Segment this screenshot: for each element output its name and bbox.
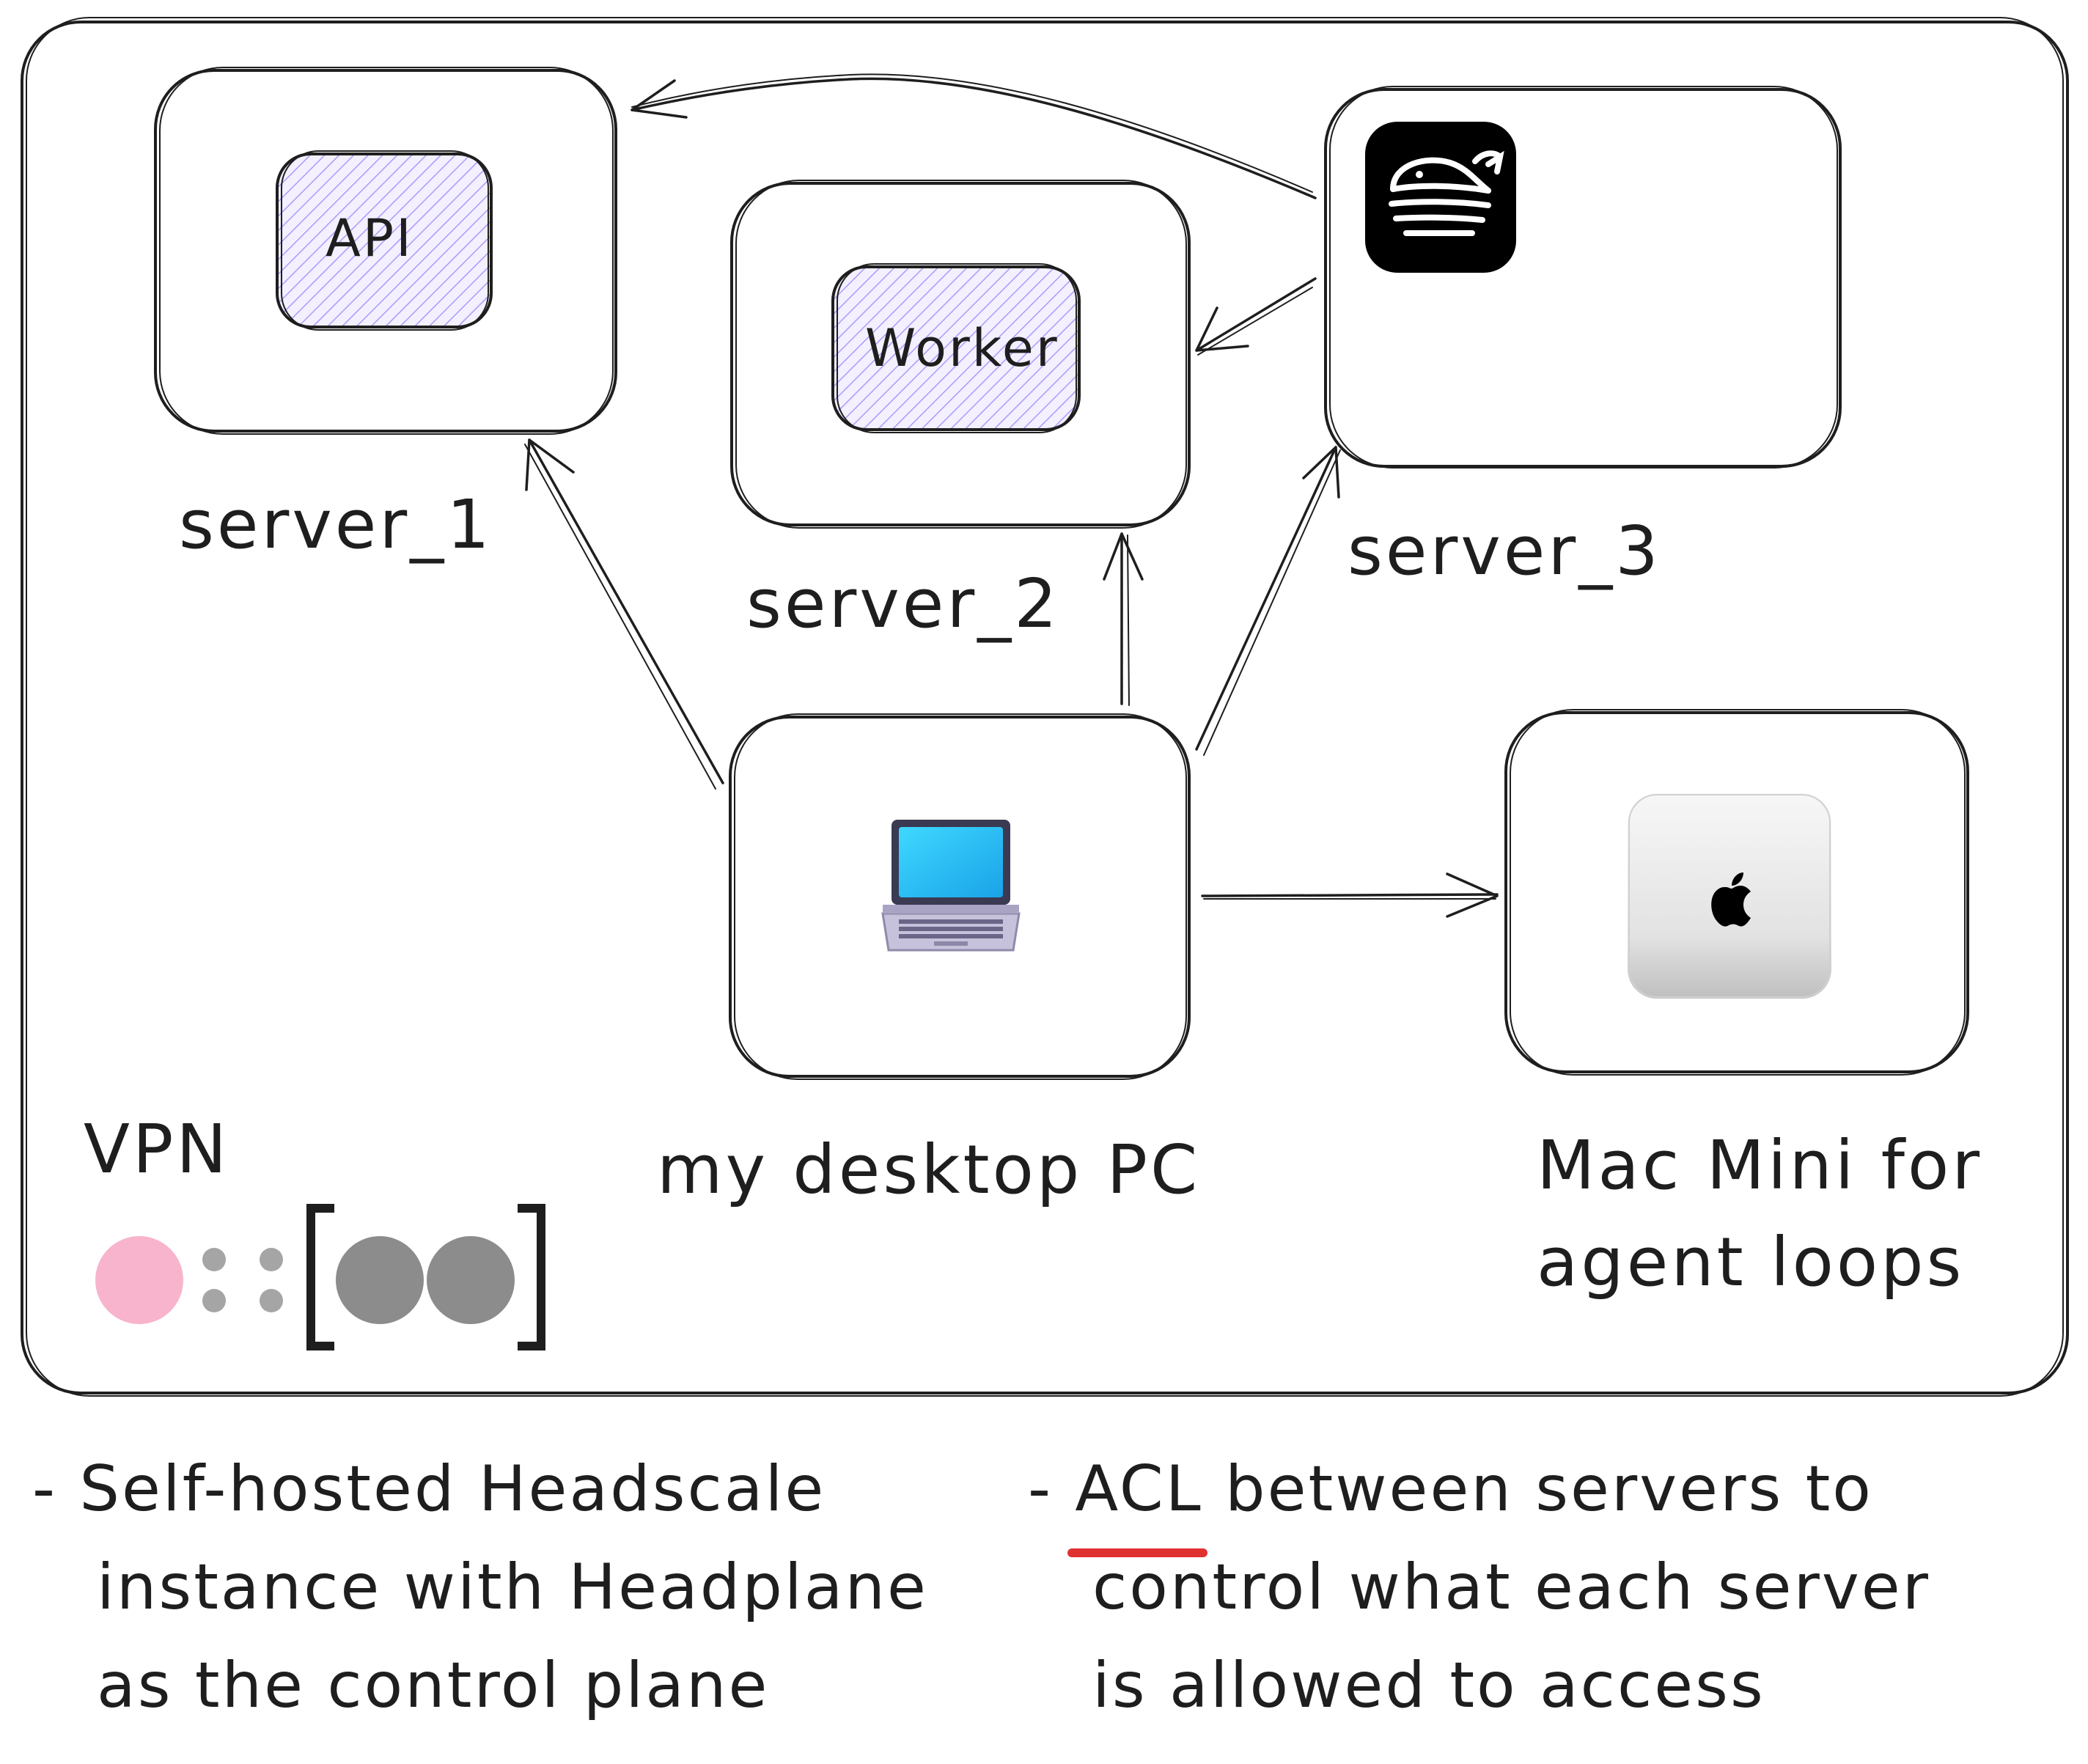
mac-mini-box bbox=[1504, 711, 1969, 1073]
acl-highlight: ACL bbox=[1067, 1440, 1207, 1557]
worker-service-box bbox=[831, 263, 1081, 433]
desktop-label: my desktop PC bbox=[657, 1131, 1201, 1209]
server-3-box bbox=[1324, 88, 1842, 468]
edge-server3-to-server1 bbox=[631, 77, 1317, 199]
note-headscale: - Self-hosted Headscale instance with He… bbox=[32, 1440, 928, 1735]
mac-mini-icon bbox=[1628, 793, 1831, 999]
vpn-boundary bbox=[21, 21, 2069, 1394]
api-service-box bbox=[276, 150, 493, 331]
server-3-label: server_3 bbox=[1348, 512, 1661, 590]
tailscale-logo-icon bbox=[95, 1204, 545, 1350]
server-1-box bbox=[154, 69, 617, 433]
server-2-box bbox=[730, 182, 1191, 526]
note-acl-line2: control what each server bbox=[1092, 1551, 1931, 1624]
note-acl-line1: - ACL between servers to bbox=[1028, 1440, 1930, 1557]
laptop-icon bbox=[881, 820, 1021, 952]
edge-desktop-to-macmini bbox=[1201, 893, 1499, 897]
mac-mini-label-line1: Mac Mini for bbox=[1537, 1126, 1983, 1205]
worker-service-label: Worker bbox=[865, 318, 1059, 378]
vpn-label: VPN bbox=[84, 1110, 230, 1188]
desktop-box bbox=[729, 716, 1191, 1078]
server-1-label: server_1 bbox=[179, 485, 493, 564]
note-acl-dash: - bbox=[1028, 1452, 1076, 1526]
api-service-label: API bbox=[326, 208, 413, 268]
note-acl: - ACL between servers to control what ea… bbox=[1028, 1440, 1930, 1735]
edge-server3-to-server2 bbox=[1195, 277, 1317, 352]
mac-mini-label-line2: agent loops bbox=[1537, 1223, 1965, 1301]
note-headscale-line1: - Self-hosted Headscale bbox=[32, 1452, 826, 1526]
note-acl-line3: is allowed to access bbox=[1092, 1649, 1765, 1722]
note-headscale-line3: as the control plane bbox=[97, 1649, 770, 1722]
note-acl-line1-rest: between servers to bbox=[1202, 1452, 1873, 1526]
server-2-label: server_2 bbox=[746, 565, 1060, 643]
edge-desktop-to-server1 bbox=[528, 438, 724, 784]
edge-desktop-to-server3 bbox=[1195, 446, 1337, 751]
note-headscale-line2: instance with Headplane bbox=[97, 1551, 928, 1624]
whale-icon bbox=[1365, 122, 1516, 273]
